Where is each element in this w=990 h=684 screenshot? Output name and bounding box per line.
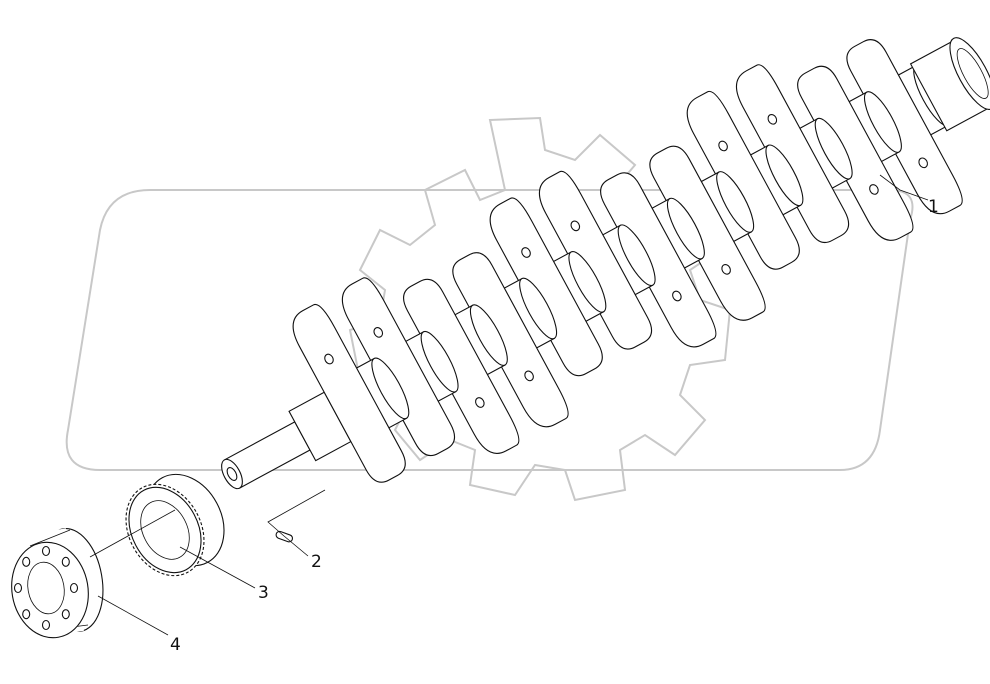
callout-1: 1 xyxy=(928,197,939,217)
callout-2: 2 xyxy=(311,552,322,572)
crank-journal-face xyxy=(617,224,656,287)
crank-journal-face xyxy=(814,117,853,180)
crankshaft xyxy=(221,37,990,490)
crank-web xyxy=(649,145,766,321)
oil-hole xyxy=(672,290,682,302)
crank-nose-bore xyxy=(226,467,238,481)
bolt-hole xyxy=(13,582,23,594)
crank-web xyxy=(292,303,406,483)
crank-web xyxy=(846,39,963,215)
crank-web xyxy=(452,252,569,428)
crank-web xyxy=(489,197,603,377)
oil-hole xyxy=(767,113,778,125)
crank-flange xyxy=(949,37,990,110)
bolt-hole xyxy=(41,545,51,557)
crank-web xyxy=(341,277,456,457)
crank-journal-face xyxy=(371,357,410,420)
crank-flange-inner xyxy=(956,48,989,99)
bolt-hole xyxy=(41,619,51,631)
bolt-hole xyxy=(61,556,70,567)
oil-hole xyxy=(918,157,928,169)
oil-hole xyxy=(524,370,534,382)
bolt-hole xyxy=(69,582,79,594)
crank-journal-face xyxy=(519,277,558,340)
crank-journal-face xyxy=(420,330,459,393)
callouts: 1 2 3 4 xyxy=(89,174,939,655)
pulley-part xyxy=(11,527,104,639)
oil-hole xyxy=(570,220,581,232)
crank-web xyxy=(686,90,800,270)
oil-hole xyxy=(718,140,728,152)
crank-journal-face xyxy=(716,171,755,233)
callout-4: 4 xyxy=(170,635,181,655)
bolt-hole xyxy=(61,609,70,620)
crank-journal-face xyxy=(765,144,804,207)
oil-hole xyxy=(373,327,384,338)
oil-hole xyxy=(721,264,731,275)
oil-hole xyxy=(869,184,879,195)
gear-part xyxy=(125,473,225,577)
crank-journal-face xyxy=(469,304,508,366)
oil-hole xyxy=(475,397,485,408)
bolt-hole xyxy=(22,556,31,567)
crank-web xyxy=(797,65,914,241)
crank-journal-face xyxy=(863,91,902,153)
oil-hole xyxy=(324,353,334,365)
crank-journal-face xyxy=(666,197,705,260)
crank-web xyxy=(600,172,717,348)
oil-hole xyxy=(521,247,531,258)
crank-journal-face xyxy=(568,251,607,313)
bolt-hole xyxy=(22,609,31,620)
crank-web xyxy=(735,64,850,244)
crank-web xyxy=(538,170,653,350)
crank-web xyxy=(403,278,520,454)
callout-3: 3 xyxy=(258,583,269,603)
